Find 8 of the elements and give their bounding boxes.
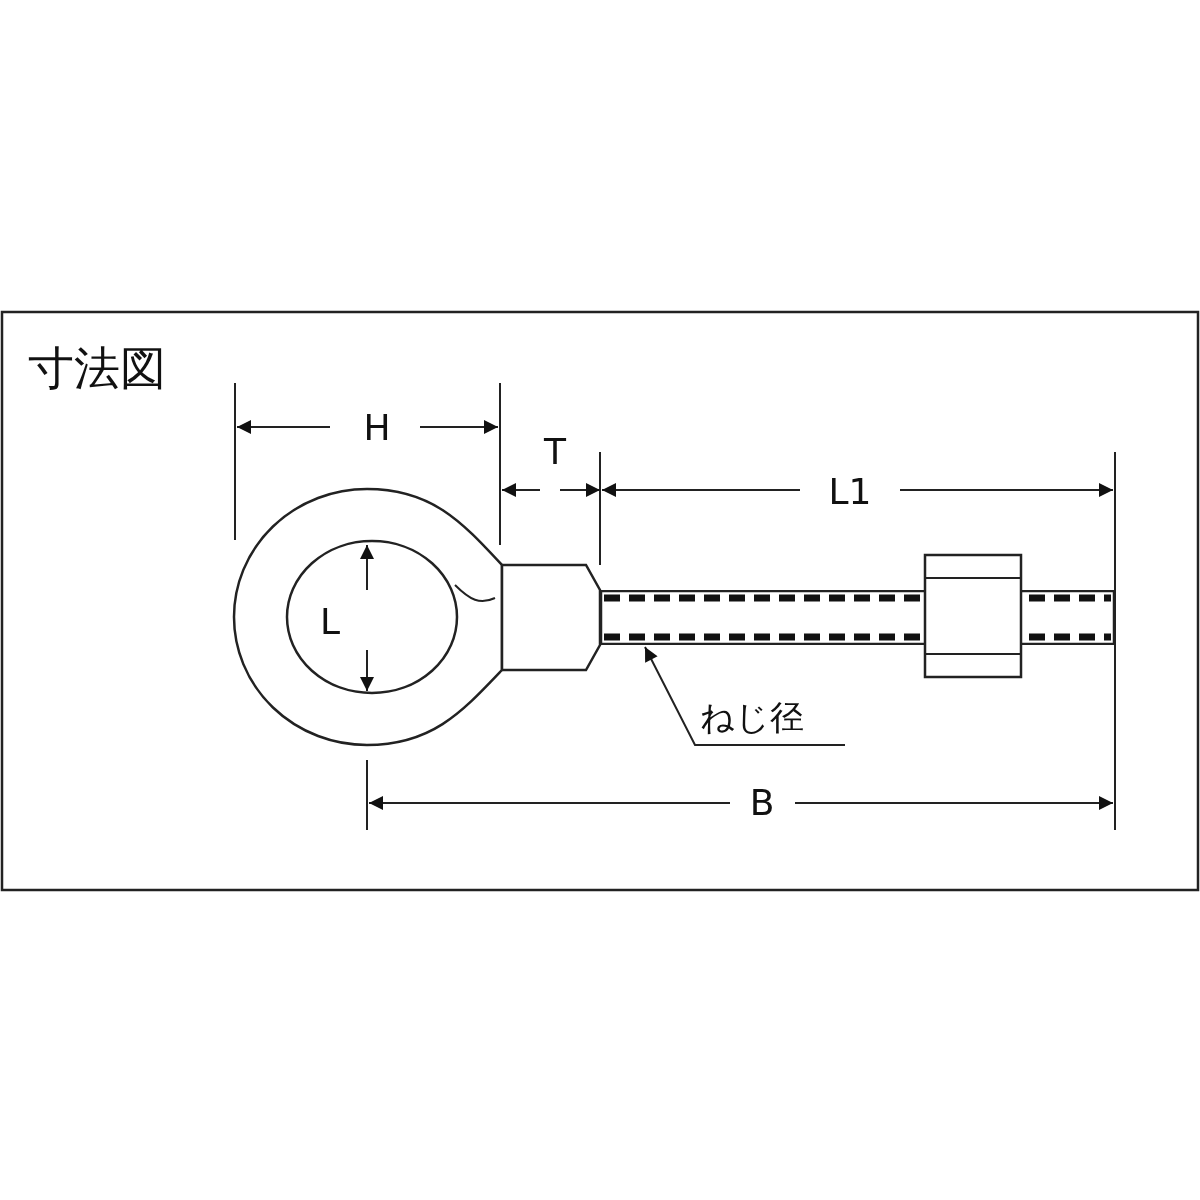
leader-line xyxy=(644,646,846,746)
diagram-title: 寸法図 xyxy=(28,340,166,396)
dimension-label: H xyxy=(363,408,391,448)
dimension-label: L xyxy=(319,602,341,642)
dimension-label: L1 xyxy=(828,472,872,512)
dimension-label: T xyxy=(544,432,566,472)
callout-text: ねじ径 xyxy=(700,694,845,745)
dimension-label: B xyxy=(749,783,775,823)
